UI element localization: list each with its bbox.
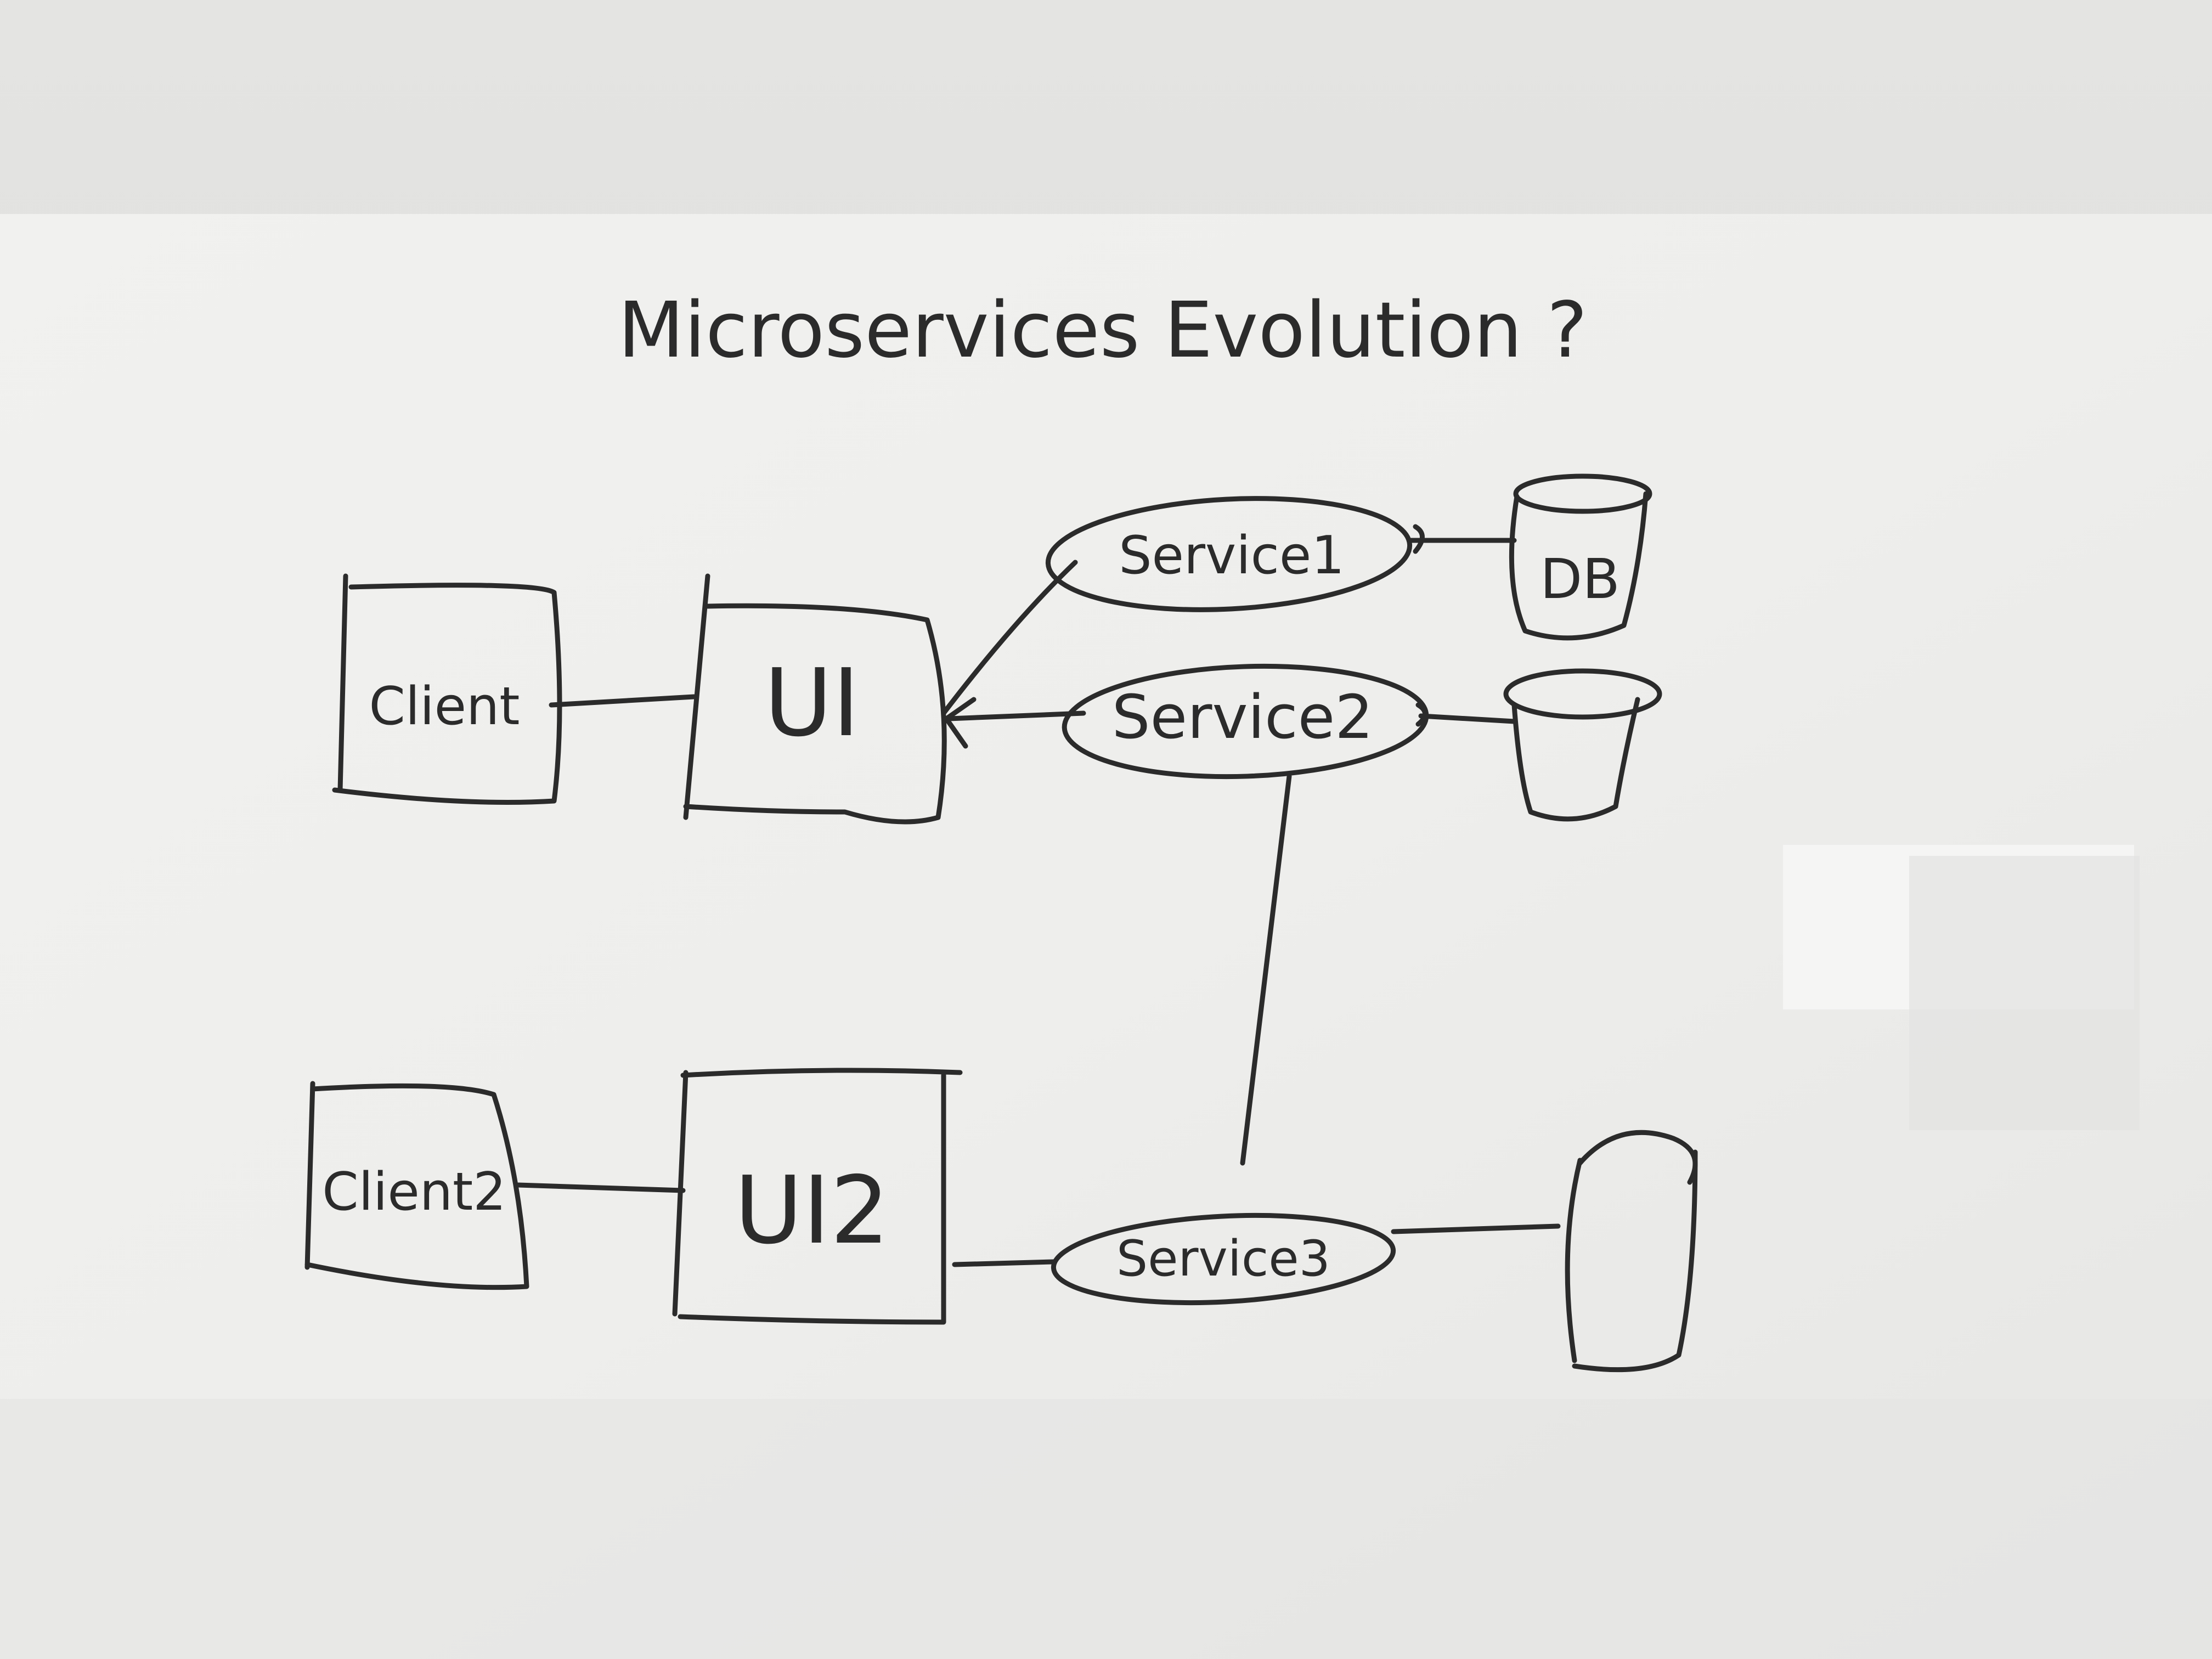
service2-label: Service2 <box>1112 682 1374 752</box>
board-reflection-window <box>1909 856 2140 1130</box>
ui2-box <box>672 1068 963 1325</box>
board-reflection-lower <box>0 1399 2212 1659</box>
client-box <box>332 573 562 805</box>
board-title: Microservices Evolution ? <box>618 286 1587 375</box>
arrow-service1-db <box>1413 524 1425 554</box>
arrow-service2-db <box>1415 702 1427 727</box>
service1-label: Service1 <box>1119 526 1345 586</box>
db1-label: DB <box>1540 547 1620 611</box>
client2-box <box>304 1081 529 1290</box>
conn-service3-db <box>1391 1223 1561 1234</box>
service3-label: Service3 <box>1116 1230 1330 1288</box>
db3-cylinder <box>1565 1130 1698 1373</box>
conn-service2-ui <box>946 710 1086 721</box>
db2-cylinder <box>1503 668 1662 822</box>
conn-service1-ui <box>941 560 1078 716</box>
conn-client2-ui2 <box>516 1182 686 1193</box>
conn-ui2-service3 <box>952 1259 1056 1267</box>
ui-label: UI <box>764 649 860 758</box>
conn-service2-service3 <box>1240 774 1292 1166</box>
conn-client-ui <box>549 694 697 708</box>
db1-cylinder <box>1509 473 1652 641</box>
client-label: Client <box>369 676 520 737</box>
service3-ellipse <box>1051 1212 1396 1306</box>
service1-ellipse <box>1045 496 1413 612</box>
conn-service2-db <box>1418 713 1517 724</box>
ui2-label: UI2 <box>735 1156 890 1265</box>
ui-box <box>683 573 947 825</box>
client2-label: Client2 <box>322 1162 506 1222</box>
arrow-ui <box>944 697 977 749</box>
